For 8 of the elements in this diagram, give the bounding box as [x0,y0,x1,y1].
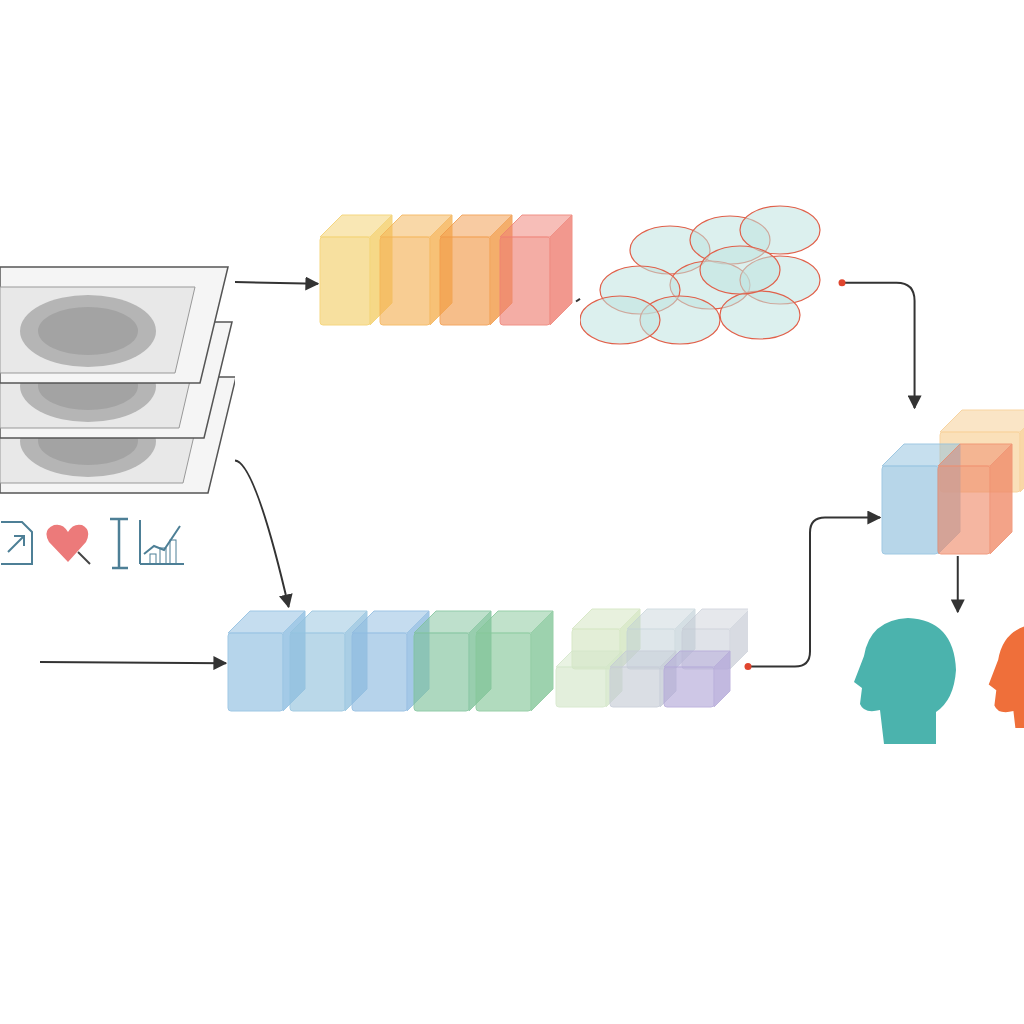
block-row-drawing [226,607,748,715]
arrow [234,459,293,609]
arrow [39,656,228,671]
arrow [950,555,965,614]
connector-line [575,297,581,303]
fused-block-drawing [880,408,1024,556]
arrow [234,276,320,291]
scan-slices-drawing [0,265,235,495]
